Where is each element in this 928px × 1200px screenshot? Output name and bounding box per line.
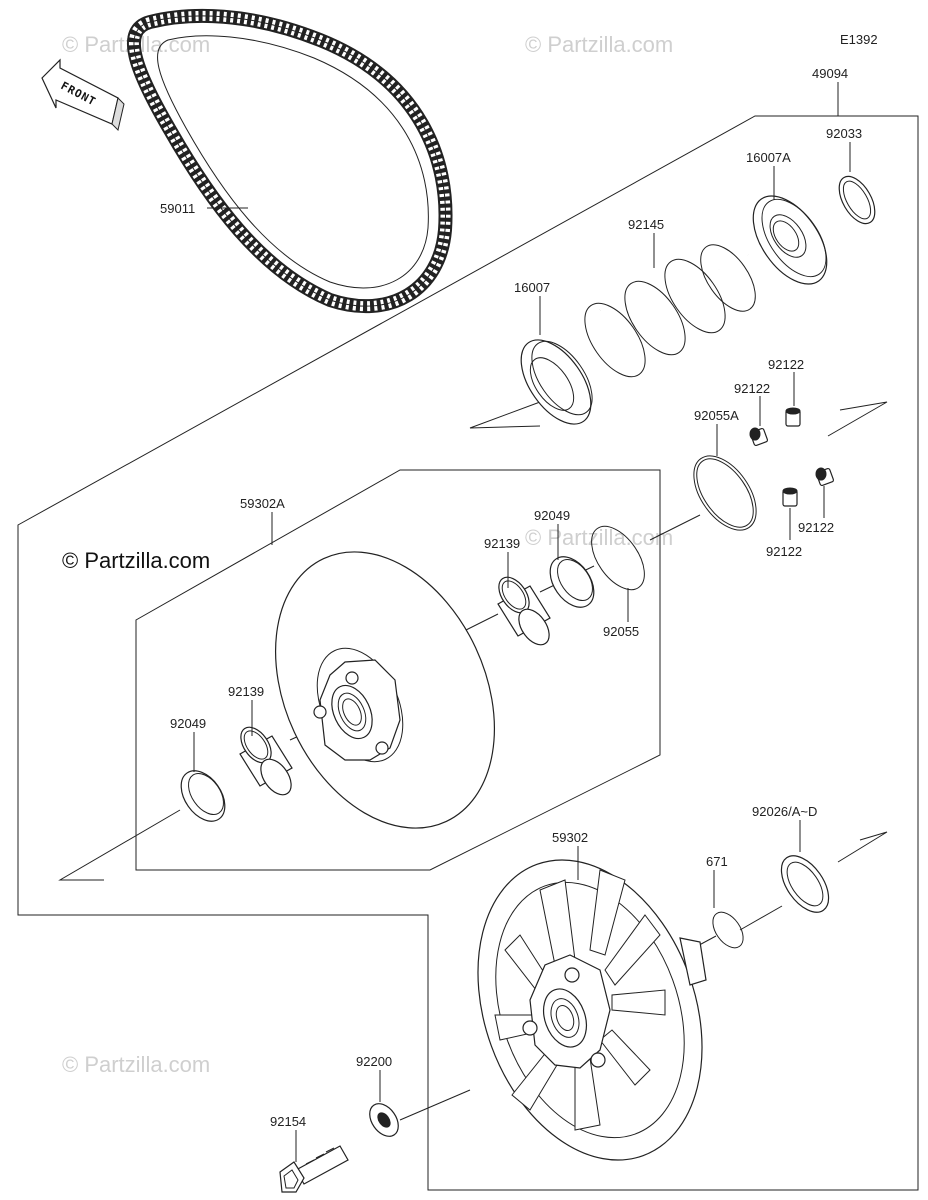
movable-sheave-59302A <box>274 551 496 829</box>
roller-92122-a <box>785 407 801 427</box>
label-92055A: 92055A <box>694 408 739 423</box>
label-92145: 92145 <box>628 217 664 232</box>
label-92055: 92055 <box>603 624 639 639</box>
bolt-92154 <box>279 1145 349 1193</box>
o-ring-92055 <box>591 525 645 591</box>
assembly-frame-outer <box>17 115 919 1191</box>
shim-92026 <box>780 855 830 913</box>
diagram-code: E1392 <box>840 32 878 47</box>
label-92122-c: 92122 <box>798 520 834 535</box>
watermark-top-right: © Partzilla.com <box>525 32 673 57</box>
spring-92145 <box>584 244 756 378</box>
watermark-main: © Partzilla.com <box>62 548 210 573</box>
label-59011: 59011 <box>160 201 195 216</box>
watermark-bottom-left: © Partzilla.com <box>62 1052 210 1077</box>
label-59302A: 59302A <box>240 496 285 511</box>
fixed-sheave-59302 <box>477 859 707 1161</box>
label-92122-a: 92122 <box>768 357 804 372</box>
bushing-92139-left <box>239 726 293 796</box>
roller-92122-b <box>749 427 769 447</box>
label-92049-top: 92049 <box>534 508 570 523</box>
label-92122-d: 92122 <box>766 544 802 559</box>
label-92139-top: 92139 <box>484 536 520 551</box>
label-92200: 92200 <box>356 1054 392 1069</box>
front-arrow-icon: FRONT <box>41 58 125 131</box>
circlip-92033 <box>838 175 876 225</box>
spring-seat-16007 <box>520 339 593 425</box>
bushing-92139-top <box>497 576 551 646</box>
assembly-frame-inner <box>135 469 661 871</box>
seal-92049-top <box>549 556 595 608</box>
label-16007A: 16007A <box>746 150 791 165</box>
o-ring-92055A <box>693 455 757 531</box>
label-92139-left: 92139 <box>228 684 264 699</box>
spring-seat-16007A <box>752 195 828 285</box>
label-59302: 59302 <box>552 830 588 845</box>
label-671: 671 <box>706 854 728 869</box>
label-92033: 92033 <box>826 126 862 141</box>
watermark-middle: © Partzilla.com <box>525 525 673 550</box>
drive-belt <box>127 8 453 314</box>
washer-92200 <box>369 1103 399 1137</box>
label-16007: 16007 <box>514 280 550 295</box>
o-ring-671 <box>712 911 744 949</box>
label-49094: 49094 <box>812 66 848 81</box>
roller-92122-d <box>782 487 798 507</box>
label-92026: 92026/A~D <box>752 804 817 819</box>
label-92049-left: 92049 <box>170 716 206 731</box>
label-92122-b: 92122 <box>734 381 770 396</box>
roller-92122-c <box>815 467 835 487</box>
label-92154: 92154 <box>270 1114 306 1129</box>
seal-92049-left <box>180 770 226 822</box>
